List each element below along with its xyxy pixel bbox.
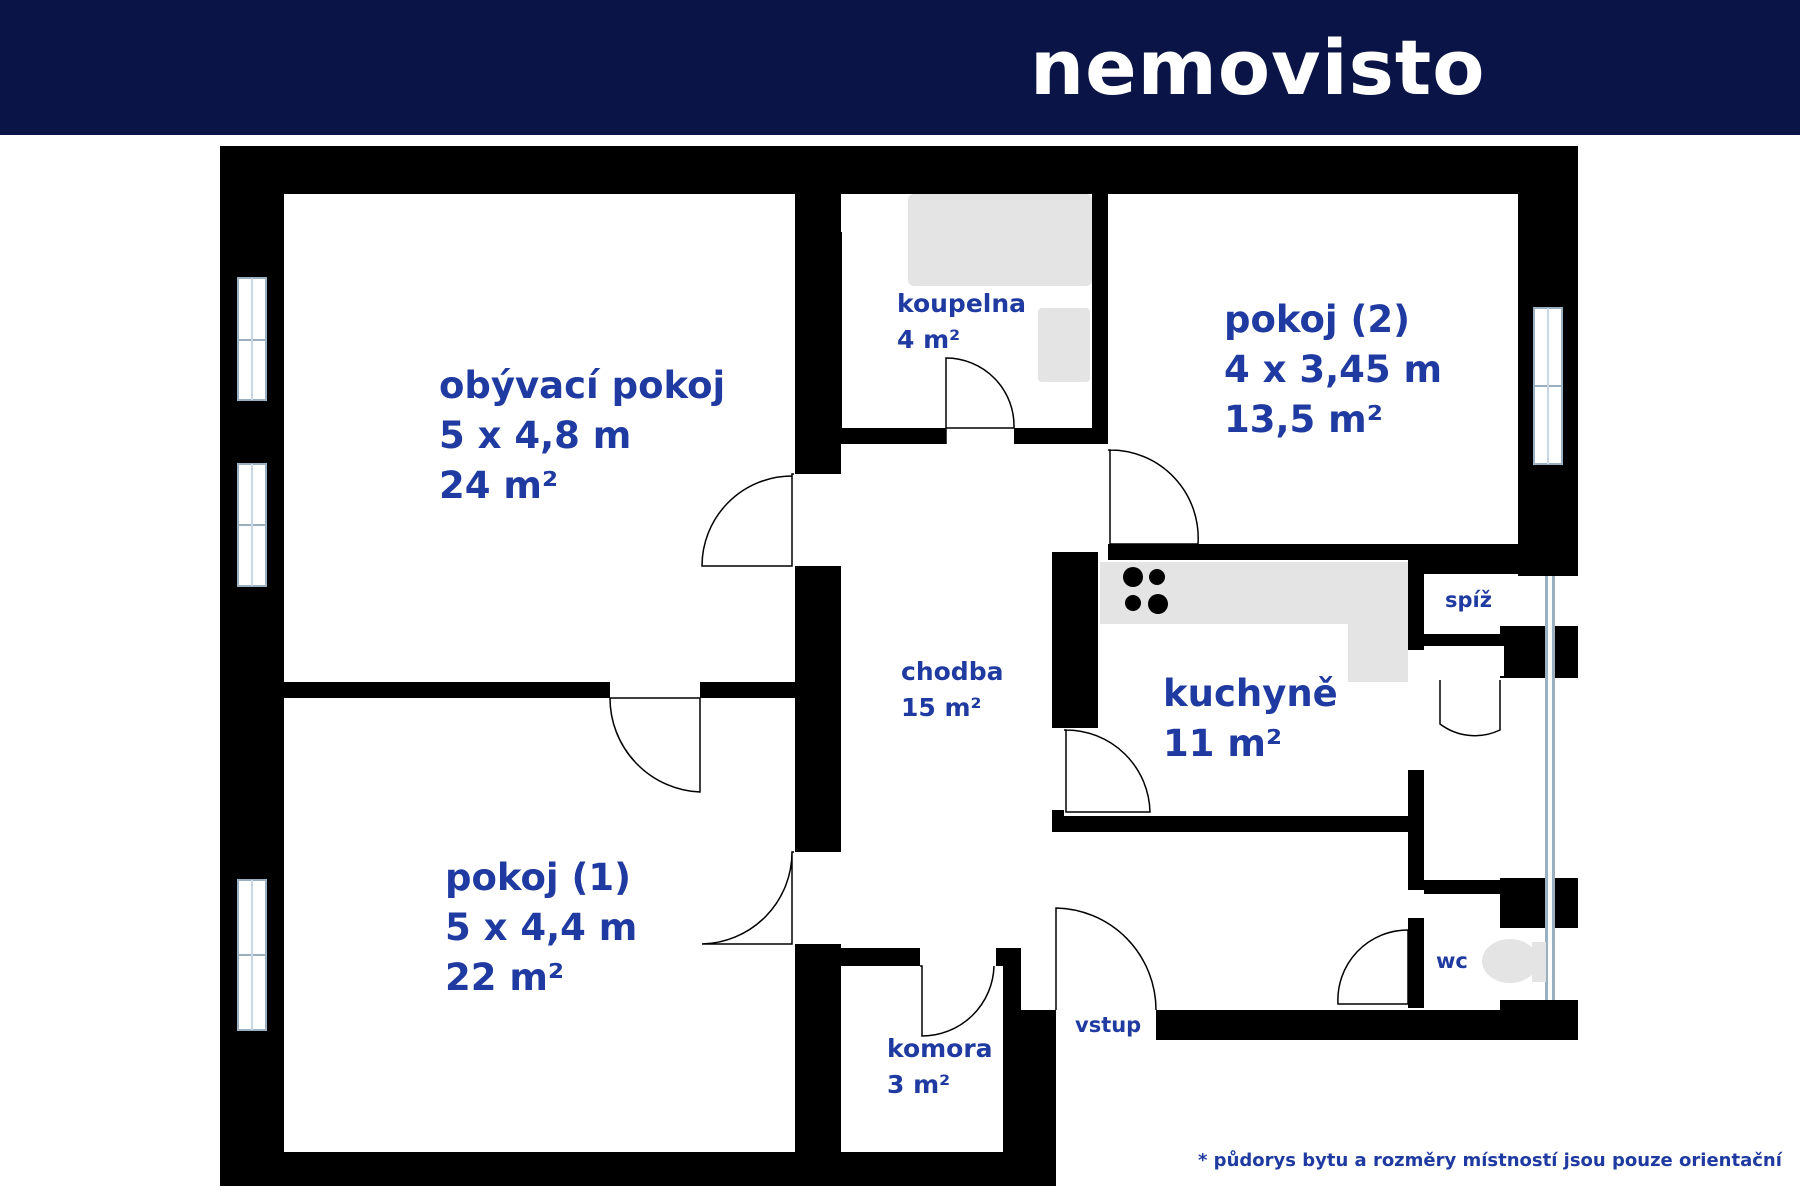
room2-dims: 4 x 3,45 m [1224,348,1442,391]
wall-openings [610,428,1504,1040]
doors [609,357,1501,1037]
window-mullions [238,278,1562,1030]
door-room2 [1108,449,1199,545]
room1-area: 22 m² [445,956,564,999]
storage-area: 3 m² [887,1070,950,1099]
door-bathroom [945,357,1015,444]
header-bar: nemovisto [0,0,1800,135]
entrance-label: vstup [1075,1013,1141,1037]
toilet-icon [1482,939,1546,983]
kitchen-counter [1100,562,1408,682]
bathroom-area: 4 m² [897,325,960,354]
sink-icon [1038,308,1090,382]
room2-area: 13,5 m² [1224,398,1383,441]
door-pantry [1439,680,1501,737]
door-entrance [1055,907,1157,1011]
room1-dims: 5 x 4,4 m [445,906,637,949]
door-storage [920,965,995,1037]
wc-name: wc [1436,949,1468,973]
door-kitchen [1064,729,1151,813]
pantry-name: spíž [1445,588,1492,612]
door-living [701,473,794,567]
room-labels: obývací pokoj 5 x 4,8 m 24 m² pokoj (1) … [439,289,1492,1099]
kitchen-name: kuchyně [1163,672,1338,715]
door-room1 [701,851,794,945]
living-room-name: obývací pokoj [439,364,725,407]
bathroom-name: koupelna [897,289,1026,318]
room1-name: pokoj (1) [445,856,631,899]
storage-name: komora [887,1034,993,1063]
hallway-name: chodba [901,657,1003,686]
disclaimer-note: * půdorys bytu a rozměry místností jsou … [1198,1150,1782,1171]
bathtub-icon [908,194,1092,286]
hallway-area: 15 m² [901,693,982,722]
fixtures [908,194,1546,983]
room2-name: pokoj (2) [1224,298,1410,341]
door-wc [1337,929,1409,1005]
brand-logo: nemovisto [1030,23,1486,112]
living-room-dims: 5 x 4,8 m [439,414,631,457]
door-living-room1 [609,697,701,793]
stove-icon [1123,567,1168,614]
living-room-area: 24 m² [439,464,558,507]
kitchen-area: 11 m² [1163,722,1282,765]
